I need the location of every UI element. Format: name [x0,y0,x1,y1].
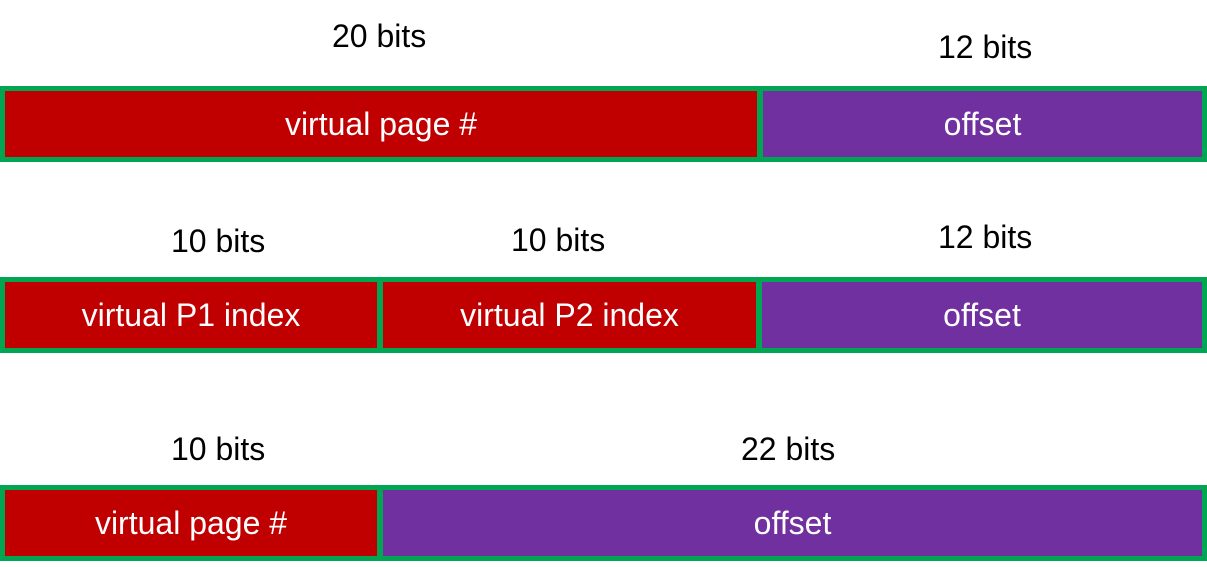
row2-bits-label-p1-index: 10 bits [171,223,266,259]
row1-bits-label-page-number: 20 bits [332,18,427,54]
row3-bits-label-page-number: 10 bits [171,431,266,467]
row1-address-bar: virtual page # offset [0,86,1207,162]
row1-field-offset: offset [763,91,1202,157]
row3-field-offset: offset [383,490,1202,556]
row2-field-virtual-p1-index: virtual P1 index [5,282,377,348]
row1-bits-label-offset: 12 bits [938,29,1033,65]
row2-bits-label-offset: 12 bits [938,219,1033,255]
row2-field-offset: offset [762,282,1202,348]
row3-bits-label-offset: 22 bits [741,431,836,467]
row2-field-virtual-p2-index: virtual P2 index [383,282,756,348]
row3-field-virtual-page-number: virtual page # [5,490,377,556]
row3-address-bar: virtual page # offset [0,485,1207,561]
row1-field-virtual-page-number: virtual page # [5,91,757,157]
row2-bits-label-p2-index: 10 bits [511,222,606,258]
row2-address-bar: virtual P1 index virtual P2 index offset [0,277,1207,353]
